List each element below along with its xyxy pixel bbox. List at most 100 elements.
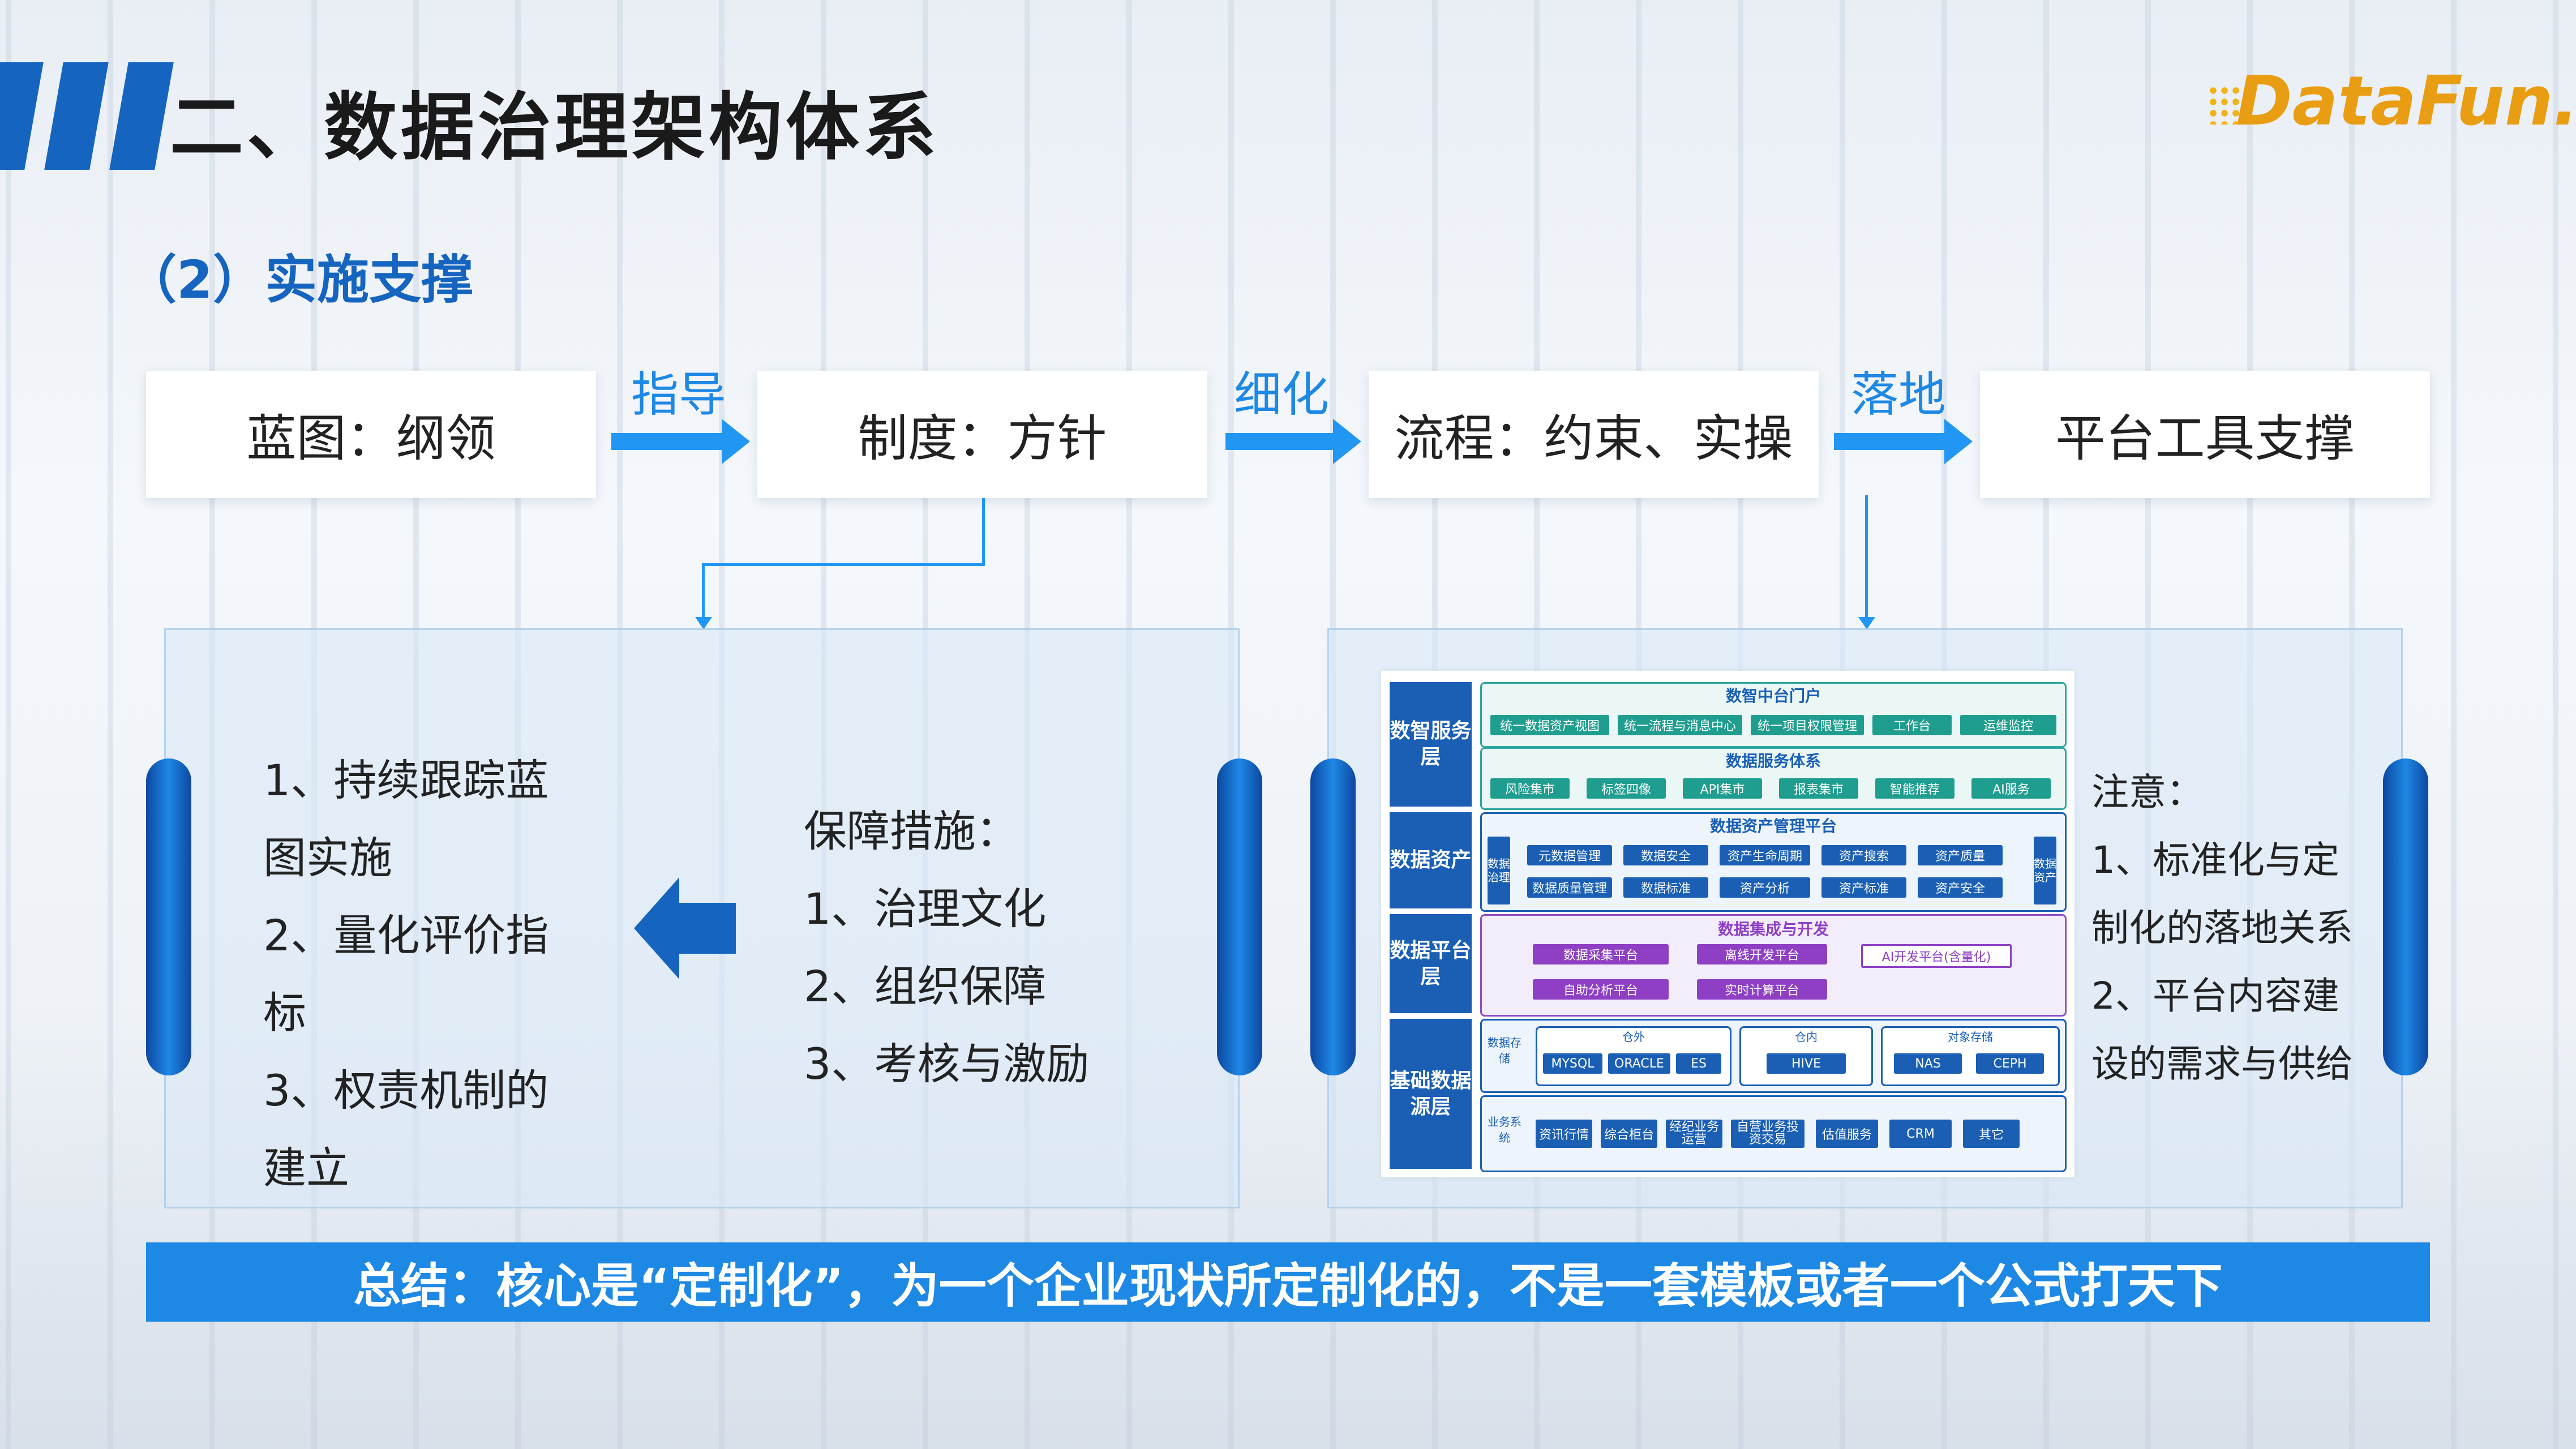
- flow-label-land: 落地: [1851, 367, 1947, 422]
- panel-scroll-right-icon: [1217, 758, 1262, 1075]
- flow-arrow-icon: [1225, 419, 1361, 464]
- architecture-diagram: 数智服务层 数据资产 数据平台层 基础数据源层 数智中台门户 统一数据资产视图 …: [1381, 671, 2074, 1177]
- connector-line: [702, 563, 985, 566]
- section-subtitle: （2）实施支撑: [125, 250, 474, 310]
- tracking-line: 标: [263, 988, 306, 1038]
- header-stripe: [44, 62, 109, 170]
- asset-item: 资产质量: [1918, 845, 2003, 865]
- asset-title: 数据资产管理平台: [1709, 817, 1837, 835]
- portal-item: 统一数据资产视图: [1490, 715, 1609, 735]
- storage-subgroup-title: 仓外: [1622, 1030, 1645, 1044]
- flow-box-blueprint: 蓝图：纲领: [146, 371, 596, 498]
- storage-item: NAS: [1894, 1053, 1962, 1074]
- connector-line: [1865, 495, 1868, 498]
- business-label: 业务系统: [1488, 1115, 1521, 1144]
- note-list: 注意： 1、标准化与定 制化的落地关系 2、平台内容建 设的需求与供给: [2091, 758, 2353, 1098]
- header-stripe: [0, 62, 44, 170]
- storage-item: MYSQL: [1543, 1053, 1602, 1074]
- business-item: 自营业务投资交易: [1731, 1120, 1805, 1148]
- flow-label-guide: 指导: [631, 367, 727, 422]
- layer-label: 数据平台层: [1390, 914, 1472, 1013]
- asset-item: 资产安全: [1918, 877, 2003, 898]
- tracking-line: 3、权责机制的: [263, 1065, 549, 1116]
- service-item: API集市: [1683, 778, 1762, 799]
- summary-banner: 总结：核心是“定制化”，为一个企业现状所定制化的，不是一套模板或者一个公式打天下: [146, 1242, 2430, 1322]
- connector-arrowhead-icon: [695, 617, 712, 629]
- tracking-list: 1、持续跟踪蓝 图实施 2、量化评价指 标 3、权责机制的 建立: [263, 741, 548, 1207]
- flow-arrow-icon: [1834, 419, 1973, 464]
- business-item: 综合柜台: [1601, 1120, 1657, 1148]
- storage-item: CEPH: [1976, 1053, 2044, 1074]
- storage-subgroup-title: 仓内: [1795, 1030, 1818, 1044]
- panel-scroll-right-icon: [2383, 758, 2428, 1075]
- asset-item: 资产标准: [1821, 877, 1906, 898]
- asset-group: 数据资产管理平台 数据治理 数据资产 元数据管理 数据安全 资产生命周期 资产搜…: [1480, 812, 2067, 912]
- panel-scroll-left-icon: [1310, 758, 1356, 1075]
- connector-line: [1865, 497, 1868, 500]
- connector-line: [1865, 497, 1868, 619]
- note-line: 制化的落地关系: [2091, 906, 2353, 950]
- note-line: 设的需求与供给: [2091, 1042, 2353, 1086]
- service-item: 报表集市: [1779, 778, 1858, 799]
- service-item: 标签四像: [1587, 778, 1666, 799]
- tracking-line: 1、持续跟踪蓝: [263, 755, 549, 805]
- business-item: 估值服务: [1816, 1120, 1878, 1148]
- service-group: 数据服务体系 风险集市 标签四像 API集市 报表集市 智能推荐 AI服务: [1480, 747, 2067, 810]
- storage-item: HIVE: [1767, 1053, 1846, 1074]
- integration-item: 数据采集平台: [1533, 944, 1669, 964]
- portal-item: 工作台: [1872, 715, 1952, 735]
- storage-subgroup: 仓内 HIVE: [1739, 1026, 1873, 1086]
- storage-label: 数据存储: [1488, 1036, 1521, 1065]
- portal-item: 统一流程与消息中心: [1618, 715, 1742, 735]
- safeguard-line: 3、考核与激励: [804, 1039, 1090, 1089]
- flow-box-platform: 平台工具支撑: [1980, 371, 2430, 498]
- asset-side-right: 数据资产: [2034, 837, 2056, 904]
- note-line: 注意：: [2091, 770, 2204, 814]
- flow-box-policy: 制度：方针: [757, 371, 1207, 498]
- storage-item: ORACLE: [1608, 1053, 1670, 1074]
- safeguard-line: 1、治理文化: [804, 884, 1047, 934]
- business-item: CRM: [1889, 1120, 1952, 1148]
- tracking-line: 建立: [263, 1143, 349, 1193]
- business-item: 资讯行情: [1536, 1120, 1592, 1148]
- tracking-line: 图实施: [263, 833, 392, 883]
- storage-subgroup-title: 对象存储: [1948, 1030, 1993, 1044]
- connector-line: [702, 563, 705, 620]
- business-item: 经纪业务运营: [1666, 1120, 1722, 1148]
- service-item: 风险集市: [1490, 778, 1570, 799]
- integration-item: 自助分析平台: [1533, 979, 1669, 1000]
- flow-arrow-icon: [611, 419, 750, 464]
- flow-box-process: 流程：约束、实操: [1369, 371, 1819, 498]
- safeguard-list: 保障措施： 1、治理文化 2、组织保障 3、考核与激励: [804, 792, 1089, 1103]
- asset-side-left: 数据治理: [1488, 837, 1510, 904]
- safeguard-line: 2、组织保障: [804, 961, 1047, 1011]
- layer-label: 数智服务层: [1390, 682, 1472, 807]
- asset-item: 数据安全: [1623, 845, 1708, 865]
- logo-mark-icon: [2208, 85, 2241, 125]
- safeguard-line: 保障措施：: [804, 806, 1019, 856]
- integration-title: 数据集成与开发: [1717, 920, 1829, 938]
- note-line: 2、平台内容建: [2091, 974, 2339, 1018]
- portal-item: 统一项目权限管理: [1751, 715, 1864, 735]
- portal-title: 数智中台门户: [1725, 687, 1821, 705]
- storage-subgroup: 仓外 MYSQL ORACLE ES: [1536, 1026, 1731, 1086]
- service-title: 数据服务体系: [1725, 752, 1821, 770]
- portal-group: 数智中台门户 统一数据资产视图 统一流程与消息中心 统一项目权限管理 工作台 运…: [1480, 682, 2067, 748]
- storage-item: ES: [1676, 1053, 1721, 1074]
- integration-group: 数据集成与开发 数据采集平台 离线开发平台 AI开发平台(含量化) 自助分析平台…: [1480, 914, 2067, 1017]
- portal-item: 运维监控: [1960, 715, 2056, 735]
- asset-item: 资产搜索: [1821, 845, 1906, 865]
- panel-scroll-left-icon: [146, 758, 191, 1075]
- flow-label-refine: 细化: [1234, 367, 1330, 422]
- connector-line: [982, 498, 985, 566]
- asset-item: 数据标准: [1623, 877, 1708, 898]
- connector-arrowhead-icon: [1858, 617, 1875, 629]
- header-stripe: [109, 62, 174, 170]
- storage-subgroup: 对象存储 NAS CEPH: [1881, 1026, 2060, 1086]
- storage-group: 数据存储 仓外 MYSQL ORACLE ES 仓内 HIVE 对象存储 NAS…: [1480, 1019, 2067, 1093]
- service-item: AI服务: [1971, 778, 2051, 799]
- service-item: 智能推荐: [1875, 778, 1954, 799]
- tracking-line: 2、量化评价指: [263, 910, 549, 961]
- asset-item: 资产生命周期: [1720, 845, 1810, 865]
- integration-item: 实时计算平台: [1697, 979, 1827, 1000]
